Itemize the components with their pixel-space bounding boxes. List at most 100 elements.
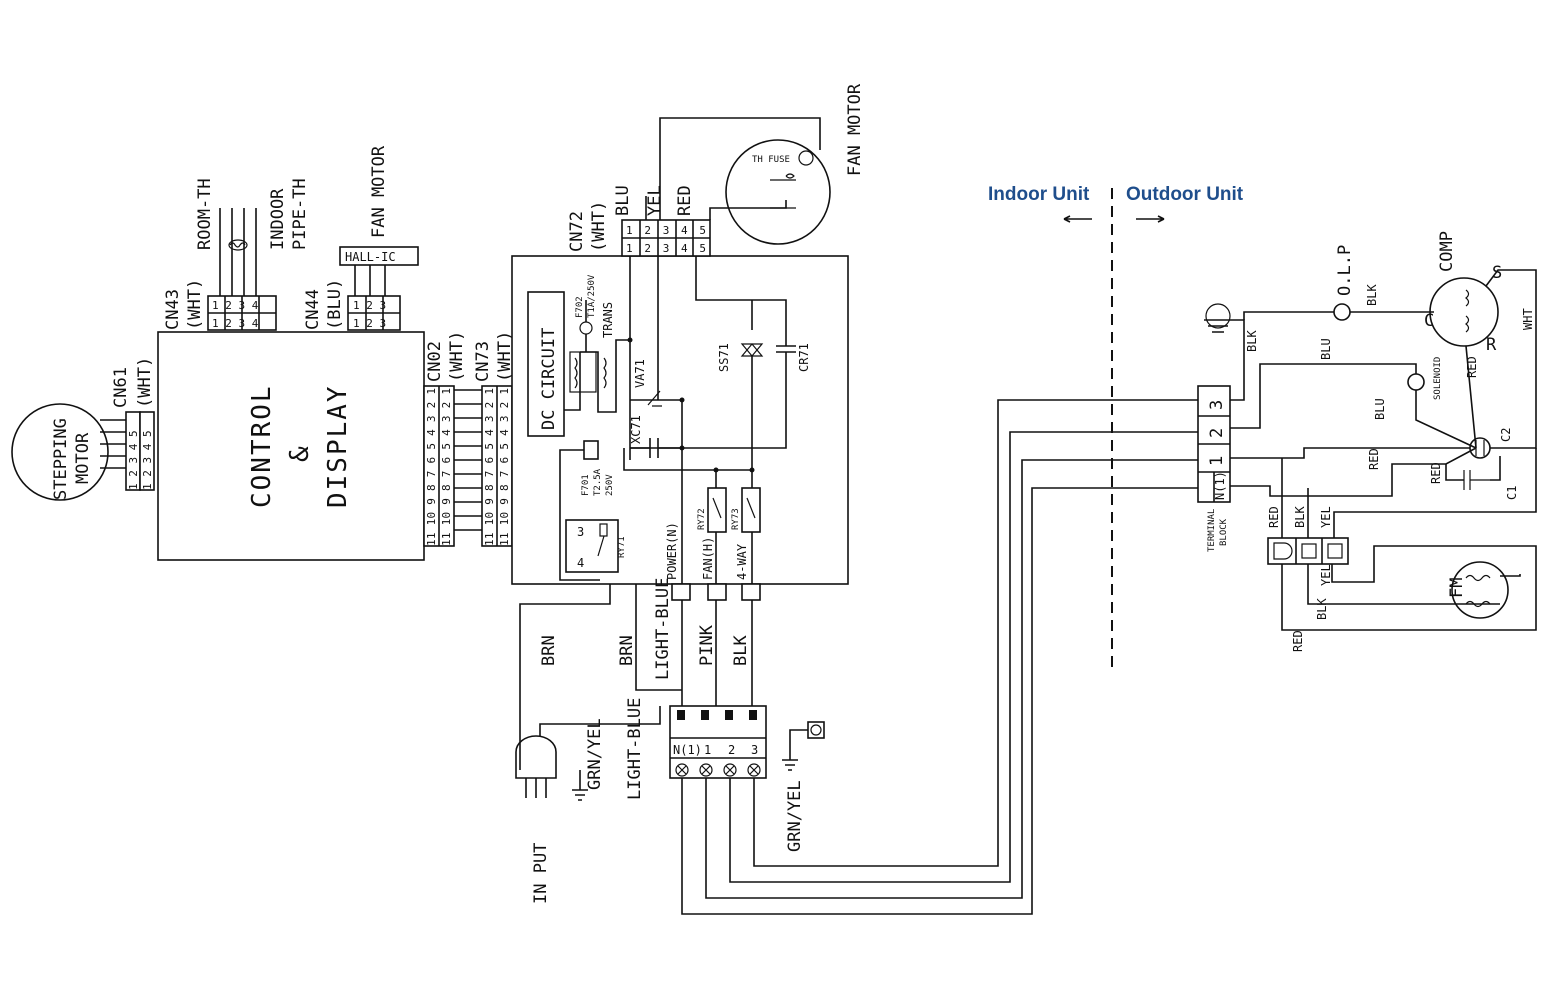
f701-rating-1: T2.5A — [593, 468, 603, 496]
f701-label: F701 — [581, 474, 591, 496]
fan-motor-left-label: FAN MOTOR — [369, 145, 389, 238]
control-display-block: CONTROL & DISPLAY — [157, 331, 425, 561]
th-fuse-label: TH FUSE — [752, 155, 790, 165]
xc71-label: XC71 — [629, 415, 643, 444]
wht-wire: WHT — [1521, 308, 1535, 330]
stepping-motor-label-2: MOTOR — [73, 432, 93, 484]
cn73-connector: 11 10 9 8 7 6 5 4 3 2 1 11 10 9 8 7 6 5 … — [454, 331, 515, 547]
cn72-connector: 1 2 3 4 5 1 2 3 4 5 CN72 (WHT) BLU YEL R… — [567, 185, 711, 257]
cn02-label: CN02 — [425, 341, 445, 382]
cn44-pins-a: 1 2 3 — [353, 299, 386, 312]
terminal-block-label-1: TERMINAL — [1207, 509, 1217, 552]
fan-motor-top-label: FAN MOTOR — [845, 83, 865, 176]
blk-ground: BLK — [1245, 330, 1259, 352]
wire-pink: PINK — [697, 624, 717, 666]
red-comp: RED — [1465, 356, 1479, 378]
red-fm: RED — [1291, 630, 1305, 652]
ry73-label: RY73 — [731, 508, 741, 530]
cn61-label: CN61 — [111, 367, 131, 408]
f701-rating-2: 250V — [605, 474, 615, 496]
cn72-pins-a: 1 2 3 4 5 — [626, 224, 706, 237]
cn02-color: (WHT) — [447, 331, 467, 382]
fm-label: FM — [1447, 578, 1467, 598]
c1-label: C1 — [1505, 486, 1519, 500]
outdoor-term-3: 3 — [1207, 400, 1227, 410]
cn72-label: CN72 — [567, 211, 587, 252]
solenoid-label: SOLENOID — [1433, 357, 1443, 400]
fan-motor-top: TH FUSE FAN MOTOR — [645, 83, 865, 245]
cn43-pins-b: 1 2 3 4 — [212, 317, 259, 330]
trans-label: TRANS — [601, 302, 615, 338]
cn61-pins-a: 1 2 3 4 5 — [127, 430, 140, 490]
grn-yel-plug: GRN/YEL — [585, 718, 605, 790]
cn73-label: CN73 — [473, 341, 493, 382]
wire-blu-top: BLU — [613, 185, 633, 216]
blk-olp: BLK — [1365, 284, 1379, 306]
va71-label: VA71 — [633, 359, 647, 388]
power-board: DC CIRCUIT F702 T1A/250V TRANS VA71 XC71… — [511, 255, 849, 585]
cn43-pins-a: 1 2 3 4 — [212, 299, 259, 312]
wire-light-blue-1: LIGHT-BLUE — [653, 578, 673, 680]
ry71-pin3: 3 — [577, 525, 584, 539]
wire-brn-1: BRN — [539, 635, 559, 666]
c2-label: C2 — [1499, 428, 1513, 442]
indoor-term-n1: N(1) — [673, 743, 702, 757]
cn43-color: (WHT) — [185, 279, 205, 330]
temperature-sensors: 1 2 3 4 1 2 3 4 CN43 (WHT) ROOM-TH INDOO… — [163, 178, 310, 331]
olp-label: O.L.P — [1335, 245, 1355, 296]
indoor-unit-header: Indoor Unit — [988, 184, 1090, 205]
comp-s-label: S — [1492, 263, 1502, 283]
cr71-label: CR71 — [797, 343, 811, 372]
cn73-color: (WHT) — [495, 331, 515, 382]
indoor-term-2: 2 — [728, 743, 735, 757]
grn-yel-terminal: GRN/YEL — [785, 780, 805, 852]
hall-ic-connector: HALL-IC 1 2 3 1 2 3 CN44 (BLU) FAN MOTOR — [303, 145, 419, 331]
stepping-motor: STEPPING MOTOR — [11, 403, 128, 501]
cn02-connector: 11 10 9 8 7 6 5 4 3 2 1 11 10 9 8 7 6 5 … — [423, 331, 467, 547]
cn72-color: (WHT) — [589, 201, 609, 252]
input-label: IN PUT — [531, 843, 551, 904]
cn72-pins-b: 1 2 3 4 5 — [626, 242, 706, 255]
blu-wire-2: BLU — [1373, 398, 1387, 420]
f702-label: F702 — [575, 296, 585, 318]
comp-c-label: C — [1424, 311, 1434, 331]
cn44-label: CN44 — [303, 289, 323, 330]
outdoor-term-n1: N(1) — [1213, 471, 1227, 500]
cn61-pins-b: 1 2 3 4 5 — [141, 430, 154, 490]
outdoor-unit-header: Outdoor Unit — [1126, 184, 1244, 205]
terminal-block-label-2: BLOCK — [1219, 518, 1229, 546]
fan-h-label: FAN(H) — [701, 537, 715, 580]
cn44-pins-b: 1 2 3 — [353, 317, 386, 330]
dc-circuit-label: DC CIRCUIT — [539, 328, 559, 430]
power-n-label: POWER(N) — [665, 522, 679, 580]
wire-blk: BLK — [731, 635, 751, 666]
input-wiring: BRN BRN LIGHT-BLUE PINK BLK GRN/YEL IN P… — [515, 399, 1200, 915]
indoor-term-3: 3 — [751, 743, 758, 757]
wire-red-top: RED — [675, 185, 695, 216]
yel-fm: YEL — [1319, 564, 1333, 586]
blk-fm-top: BLK — [1293, 506, 1307, 528]
blu-wire-1: BLU — [1319, 338, 1333, 360]
ry72-label: RY72 — [697, 508, 707, 530]
control-label: CONTROL — [247, 384, 277, 508]
comp-r-label: R — [1486, 335, 1497, 355]
outdoor-term-1: 1 — [1207, 456, 1227, 466]
wire-yel-top: YEL — [645, 185, 665, 216]
cn73-pins-a: 11 10 9 8 7 6 5 4 3 2 1 — [483, 388, 496, 546]
outdoor-term-2: 2 — [1207, 428, 1227, 438]
comp-label: COMP — [1437, 231, 1457, 272]
control-amp: & — [285, 444, 315, 462]
indoor-pipe-label-2: PIPE-TH — [290, 178, 310, 250]
room-th-label: ROOM-TH — [195, 178, 215, 250]
stepping-motor-label-1: STEPPING — [51, 418, 71, 500]
hall-ic-label: HALL-IC — [345, 250, 396, 264]
red-c2: RED — [1367, 448, 1381, 470]
indoor-term-1: 1 — [704, 743, 711, 757]
f702-rating: T1A/250V — [587, 274, 597, 318]
light-blue-input: LIGHT-BLUE — [625, 698, 645, 800]
ry71-pin4: 4 — [577, 556, 584, 570]
red-fm-top: RED — [1267, 506, 1281, 528]
indoor-pipe-label-1: INDOOR — [268, 188, 288, 250]
blk-fm: BLK — [1315, 598, 1329, 620]
